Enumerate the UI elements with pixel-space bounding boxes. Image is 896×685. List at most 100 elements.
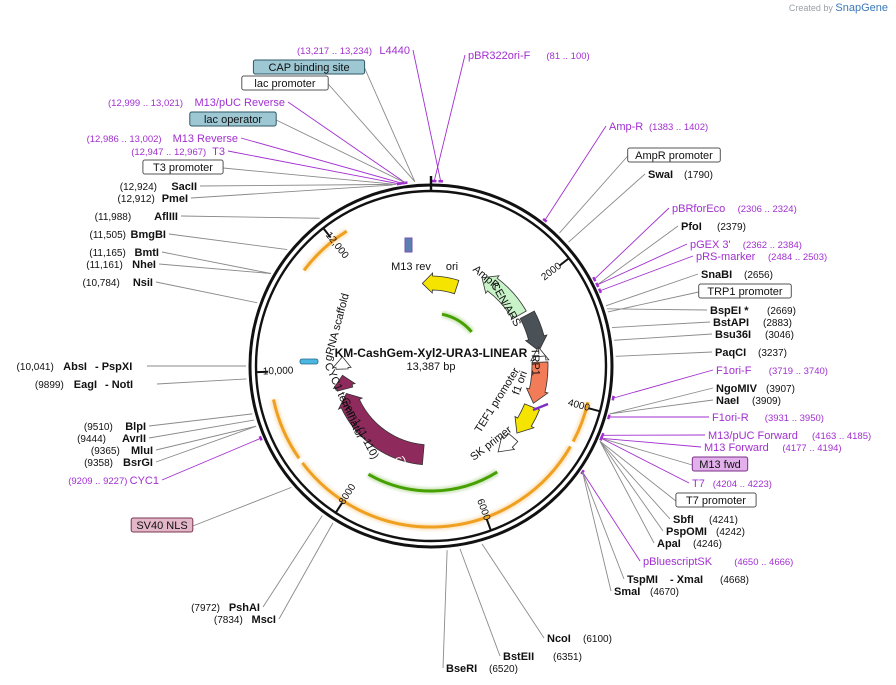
label-tspmi: TspMI- XmaI(4668) [627,574,749,586]
label-cyc1: CYC1(9209 .. 9227) [68,475,159,487]
leader-avrii [148,419,255,439]
label-text-m13fwd: M13 fwd [699,459,741,471]
label-mlui: MluI (9365) [91,445,153,457]
label-main-sbfi: SbfI [673,514,694,526]
leader-mlui [155,425,257,451]
label-coords-swai: (1790) [684,170,713,181]
label-main-pbr322: pBR322ori-F [468,50,531,62]
label-box-lacprom [241,75,329,91]
label-paqci: PaqCI(3237) [715,347,787,359]
label-bsrgi: BsrGI(9358) [84,457,153,469]
leader-apai [599,441,655,544]
label-coords-pshai: (7972) [191,603,220,614]
label-main-apai: ApaI [657,538,681,550]
label-main-pspomi: PspOMI [666,526,707,538]
label-main-m13rev: M13 Reverse [173,133,238,145]
label-main-pfoi: PfoI [681,221,702,233]
label-main-naei: NaeI [716,395,739,407]
label-box-trp1prom [698,283,792,299]
label-coords-m13f: (4177 .. 4194) [782,443,841,454]
leader-m13puc [287,101,406,184]
label-smai: SmaI(4670) [614,586,679,598]
label-l4440: L4440(13,217 .. 13,234) [297,45,410,57]
label-pfoi: PfoI(2379) [681,221,746,233]
label-ncoi: NcoI (6100) [547,633,612,645]
label-coords-ncoi: (6100) [583,634,612,645]
primer-site-ampr_primer [542,217,548,223]
primer-site-cyc1 [258,435,263,441]
sk-primer-mark [532,402,549,412]
label-text-cap: CAP binding site [268,62,349,74]
f1ori-feature-arrow [514,403,541,434]
gem1-feature-arrow [332,374,356,392]
label-main-m13puc: M13/pUC Reverse [195,97,285,109]
label-main-mlui: MluI [131,445,153,457]
leader-swai [568,173,646,243]
m13rev-feature-mark [404,237,413,253]
label-coords-l4440: (13,217 .. 13,234) [297,46,372,57]
label-coords-pbluesk: (4650 .. 4666) [734,557,793,568]
label-main-pbrfor: pBRforEco [672,203,725,215]
label-naei: NaeI(3909) [716,395,781,407]
plasmid-size: 13,387 bp [407,361,456,373]
primer-site-t3 [396,182,402,186]
label-main-sacii: SacII [171,181,197,193]
label-amprprom: AmpR promoter [627,147,721,163]
label-pbr322: pBR322ori-F(81 .. 100) [468,50,590,62]
label-aflii: AflIII(11,988) [95,211,178,223]
label-coords-bspei: (2669) [767,306,796,317]
leader-bsteii [459,548,501,657]
label-box-t7prom [675,492,757,508]
label-bsu36i: Bsu36I(3046) [715,329,794,341]
label-main-nsii: NsiI [133,277,153,289]
leader-pbluesk [582,471,641,562]
label-extra-tspmi: - XmaI [670,574,703,586]
label-avrii: AvrII(9444) [77,433,146,445]
cenars-feature-arrow [519,310,548,352]
primer-site-prs [597,288,603,294]
label-main-nhei: NheI [132,259,156,271]
label-coords-nsii: (10,784) [83,278,120,289]
label-main-ncoi: NcoI [547,633,571,645]
label-main-m13pucf: M13/pUC Forward [708,430,798,442]
tick-mark [558,258,569,267]
label-ngomiv: NgoMIV(3907) [716,383,795,395]
tef1-promoter-arrow [497,433,519,453]
label-coords-ngomiv: (3907) [766,384,795,395]
label-coords-f1orir: (3931 .. 3950) [765,413,824,424]
leader-pshai [262,515,323,608]
label-main-pbluesk: pBluescriptSK [643,556,713,568]
label-main-f1orif: F1ori-F [716,365,752,377]
primer-site-t7 [599,435,604,441]
label-coords-bsu36i: (3046) [765,330,794,341]
leader-ampr_primer [544,125,607,221]
leader-nhei [158,263,271,274]
feature-label-ori: ori [446,261,458,273]
label-main-pshai: PshAI [229,602,260,614]
label-f1orif: F1ori-F(3719 .. 3740) [716,365,828,377]
label-m13pucf: M13/pUC Forward(4163 .. 4185) [708,430,871,442]
label-coords-bsteii: (6351) [553,652,582,663]
primer-site-f1orif [611,395,615,401]
tick-mark [335,502,344,513]
label-coords-prs: (2484 .. 2503) [768,252,827,263]
label-coords-bstapi: (2883) [763,318,792,329]
label-coords-pbrfor: (2306 .. 2324) [738,204,797,215]
label-coords-aflii: (11,988) [95,212,132,223]
label-eagi: EagI(9899)- NotI [35,379,133,391]
label-t7: T7(4204 .. 4223) [692,478,772,490]
primer-site-pgex3 [595,282,600,288]
orange-arc-bottom [301,445,572,529]
label-coords-mlui: (9365) [91,446,120,457]
leader-m13fwd [601,437,693,466]
leader-t7 [601,437,690,484]
site-labels: L4440(13,217 .. 13,234) pBR322ori-F(81 ..… [17,45,872,675]
label-main-bstapi: BstAPI [713,317,749,329]
leader-nsii [155,281,258,304]
leader-tspmi [582,471,625,580]
feature-label-trp1: TRP1 [529,348,542,377]
label-main-m13f: M13 Forward [704,442,769,454]
primer-site-pbrfor [592,276,597,282]
label-bmti: BmtI(11,165) [89,247,159,259]
